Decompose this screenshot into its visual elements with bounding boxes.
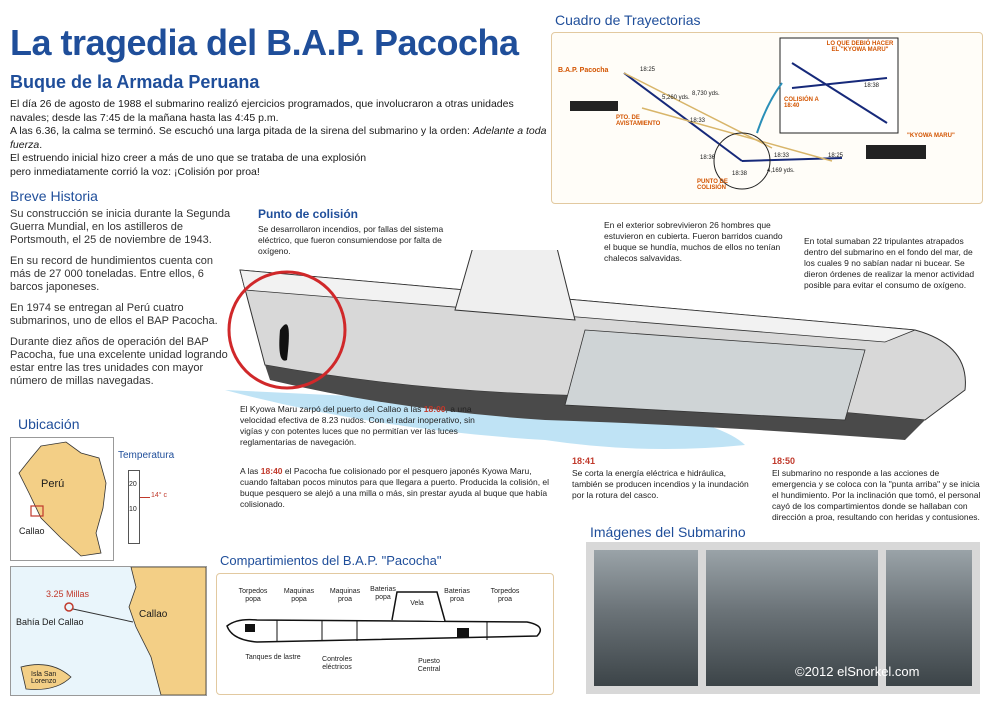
kyowa-note: El Kyowa Maru zarpó del puerto del Calla…	[240, 404, 480, 448]
map-country-label: Perú	[41, 478, 65, 490]
survivors-note: En el exterior sobrevivieron 26 hombres …	[604, 220, 783, 263]
map-distance: 3.25 Millas	[46, 589, 90, 599]
temp-tick-10: 10	[129, 506, 137, 513]
copyright: ©2012 elSnorkel.com	[795, 664, 920, 679]
collision-note-time: 18:40	[260, 466, 283, 476]
intro-p2a: A las 6.36, la calma se terminó. Se escu…	[10, 125, 473, 137]
trajectories-heading: Cuadro de Trayectorias	[555, 12, 701, 28]
temp-marker	[140, 497, 150, 498]
traj-pacocha: B.A.P. Pacocha	[558, 67, 609, 74]
comp-torp-popa: Torpedos popa	[238, 588, 268, 603]
map-bay: Bahía Del Callao	[16, 617, 84, 627]
comp-puesto: Puesto Central	[417, 658, 441, 673]
traj-dist2: 8,730 yds.	[692, 91, 720, 97]
collision-note: A las 18:40 el Pacocha fue colisionado p…	[240, 466, 560, 510]
compartments-heading: Compartimientos del B.A.P. "Pacocha"	[220, 553, 442, 568]
map-city-label: Callao	[19, 526, 45, 536]
kyowa-ship-icon	[866, 145, 926, 159]
comp-bat-proa: Baterias proa	[444, 588, 470, 603]
map-island: Isla San Lorenzo	[31, 671, 57, 685]
traj-dist3: 4,169 yds.	[767, 168, 795, 174]
history-p1: Su construcción se inicia durante la Seg…	[10, 208, 231, 246]
traj-kyowa: "KYOWA MARU"	[907, 133, 955, 139]
intro-p2: A las 6.36, la calma se terminó. Se escu…	[10, 125, 555, 152]
traj-time-5: 18:25	[828, 153, 844, 159]
temp-heading: Temperatura	[118, 450, 175, 461]
collision-note-a: A las	[240, 466, 261, 476]
photo-3	[886, 550, 972, 686]
history-p2: En su record de hundimientos cuenta con …	[10, 255, 214, 293]
traj-time-6: 18:38	[864, 83, 880, 89]
intro-p3: El estruendo inicial hizo creer a más de…	[10, 152, 367, 164]
time-1850: 18:50	[772, 456, 796, 466]
compartments-diagram: Torpedos popa Maquinas popa Maquinas pro…	[216, 573, 554, 695]
history-heading: Breve Historia	[10, 188, 98, 204]
time-1841: 18:41	[572, 456, 596, 466]
photo-2	[706, 550, 878, 686]
collision-heading: Punto de colisión	[258, 207, 359, 221]
traj-collision: COLISIÓN A 18:40	[784, 97, 819, 109]
intro-text: El día 26 de agosto de 1988 el submarino…	[10, 98, 555, 179]
comp-tanques: Tanques de lastre	[245, 654, 301, 661]
traj-should: LO QUE DEBIÓ HACER EL "KYOWA MARU"	[826, 41, 894, 53]
bay-map-shape	[20, 567, 206, 695]
temp-value: 14° c	[151, 492, 168, 499]
images-heading: Imágenes del Submarino	[590, 524, 746, 540]
photos-panel	[586, 542, 980, 694]
compartments-hull	[226, 591, 542, 643]
intro-p2-order: Adelante a toda fuerza	[10, 125, 547, 151]
page-subtitle: Buque de la Armada Peruana	[10, 72, 260, 92]
history-p4: Durante diez años de operación del BAP P…	[10, 336, 228, 387]
collision-note-b: el Pacocha fue colisionado por el pesque…	[240, 466, 550, 509]
intro-p2c: .	[39, 138, 43, 151]
submarine-illustration	[225, 239, 980, 480]
kyowa-note-a: El Kyowa Maru zarpó del puerto del Calla…	[240, 404, 424, 414]
trajectory-lines	[623, 37, 899, 190]
bay-map: 3.25 Millas Bahía Del Callao Callao Isla…	[10, 566, 207, 696]
peru-map-shape	[18, 441, 107, 557]
history-text: Su construcción se inicia durante la Seg…	[10, 208, 235, 396]
photo-1	[594, 550, 698, 686]
peru-map: Perú Callao	[10, 437, 114, 561]
map-callao: Callao	[139, 609, 168, 620]
temp-tick-20: 20	[129, 481, 137, 488]
traj-time-4: 18:33	[774, 153, 790, 159]
intro-p4: pero inmediatamente corrió la voz: ¡Coli…	[10, 165, 260, 178]
trajectory-chart: B.A.P. Pacocha "KYOWA MARU" LO QUE DEBIÓ…	[551, 32, 983, 204]
comp-maq-popa: Maquinas popa	[283, 588, 315, 603]
kyowa-note-b: , a una velocidad efectiva de 8.23 nudos…	[240, 404, 475, 447]
energy-note: Se corta la energía eléctrica e hidráuli…	[572, 468, 749, 500]
submarine-drawing	[225, 239, 966, 449]
traj-time-2: 18:36	[700, 155, 716, 161]
thermometer: 20 10	[128, 470, 140, 544]
traj-time-1: 18:33	[690, 118, 706, 124]
page-title: La tragedia del B.A.P. Pacocha	[10, 22, 519, 63]
traj-dist1: 5,260 yds.	[662, 95, 690, 101]
kyowa-note-time: 18:00	[423, 404, 446, 414]
traj-impact: PUNTO DE COLISIÓN	[697, 179, 728, 191]
traj-sight: PTO. DE AVISTAMIENTO	[616, 115, 661, 127]
traj-time-0: 18:25	[640, 67, 656, 73]
traj-time-3: 18:38	[732, 171, 748, 177]
collision-text: Se desarrollaron incendios, por fallas d…	[258, 224, 444, 256]
comp-controles: Controles eléctricos	[322, 656, 352, 671]
pacocha-ship-icon	[570, 101, 618, 111]
comp-torp-proa: Torpedos proa	[490, 588, 520, 603]
location-heading: Ubicación	[18, 416, 80, 432]
intro-p1: El día 26 de agosto de 1988 el submarino…	[10, 98, 514, 124]
trapped-note: En total sumaban 22 tripulantes atrapado…	[804, 236, 975, 290]
sink-note: El submarino no responde a las acciones …	[772, 468, 981, 522]
comp-vela: Vela	[410, 600, 424, 607]
comp-bat-popa: Baterias popa	[370, 586, 396, 601]
history-p3: En 1974 se entregan al Perú cuatro subma…	[10, 302, 218, 327]
comp-maq-proa: Maquinas proa	[329, 588, 361, 603]
